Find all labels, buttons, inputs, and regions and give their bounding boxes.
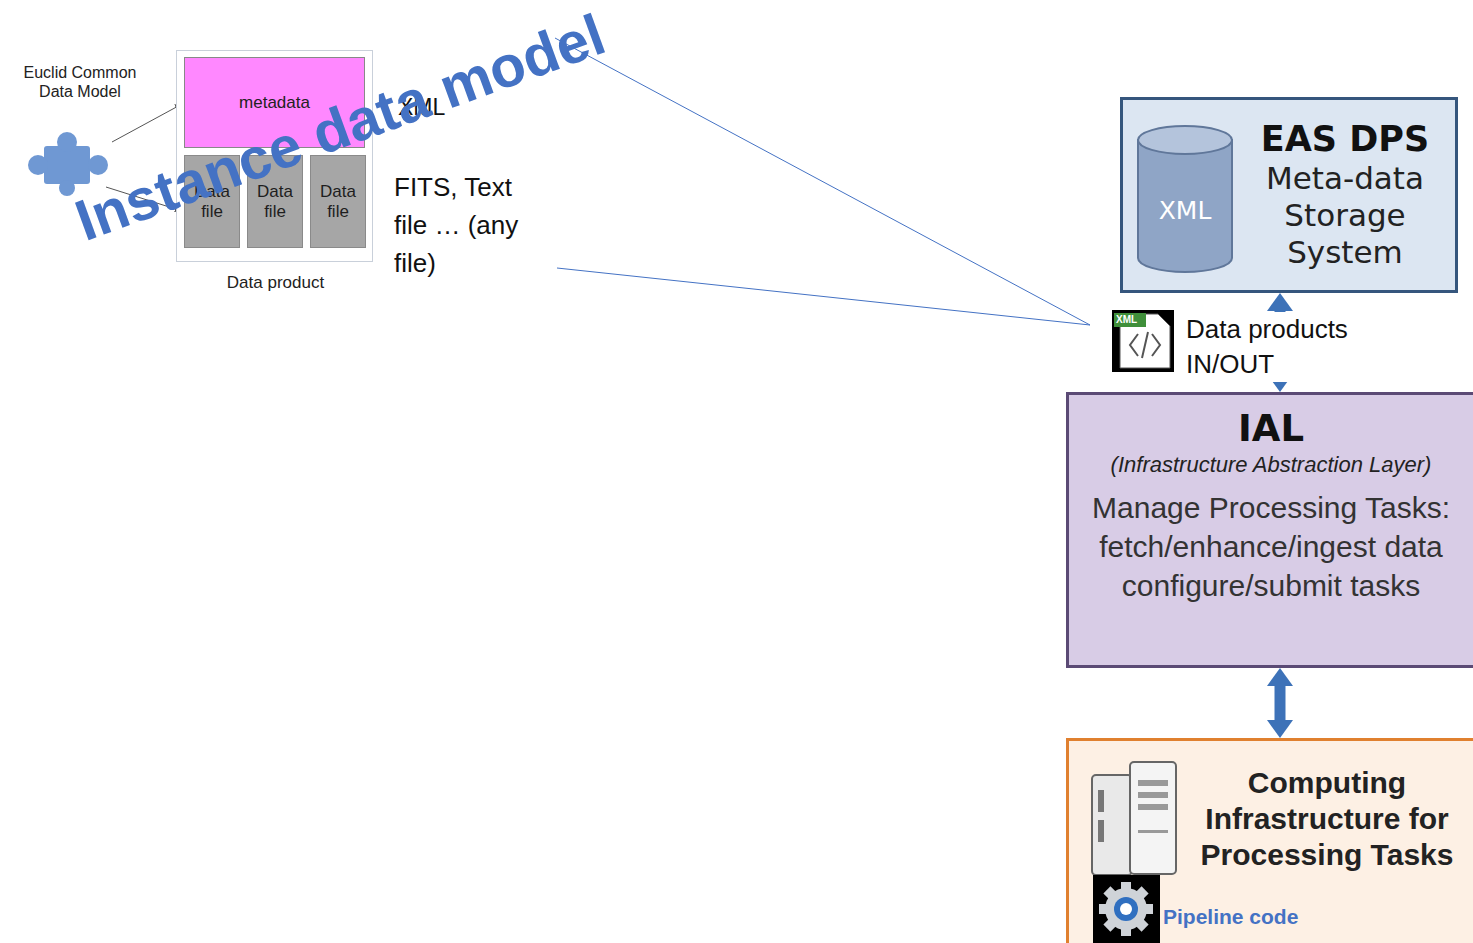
computing-box: Computing Infrastructure for Processing … [1066,738,1473,943]
gear-icon [1093,875,1160,943]
database-icon [1138,126,1232,272]
node-title: Data file [313,182,363,221]
zoom-line [555,38,1090,325]
storage-box: EAS DPSMeta-data Storage System [1120,97,1458,293]
server-icon [1092,762,1176,875]
node-title: metadata [239,93,310,113]
node-text: Manage Processing Tasks: fetch/enhance/i… [1075,488,1467,605]
node-title: EAS DPS [1261,118,1429,160]
xml-file-icon [1112,310,1174,372]
leader-arrow [112,104,182,142]
data-file-box: Data file [310,155,366,248]
node-text: (Infrastructure Abstraction Layer) [1111,451,1432,480]
icon-label: XML [1155,196,1215,225]
node-title: Data product [157,273,394,293]
double-arrow [1275,686,1286,720]
edge-label: Data products IN/OUT [1186,312,1376,382]
icon-label: XML [1116,313,1137,327]
layer-box: IAL(Infrastructure Abstraction Layer) Man… [1066,392,1473,668]
format-label: FITS, Text file … (any file) [394,168,526,282]
model-label: Euclid Common Data Model [5,63,155,101]
node-text: Pipeline code [1163,905,1298,929]
zoom-line [557,268,1090,325]
node-title: IAL [1238,407,1304,451]
node-title: Computing Infrastructure for Processing … [1187,765,1467,873]
node-text: Meta-data Storage System [1241,160,1449,272]
